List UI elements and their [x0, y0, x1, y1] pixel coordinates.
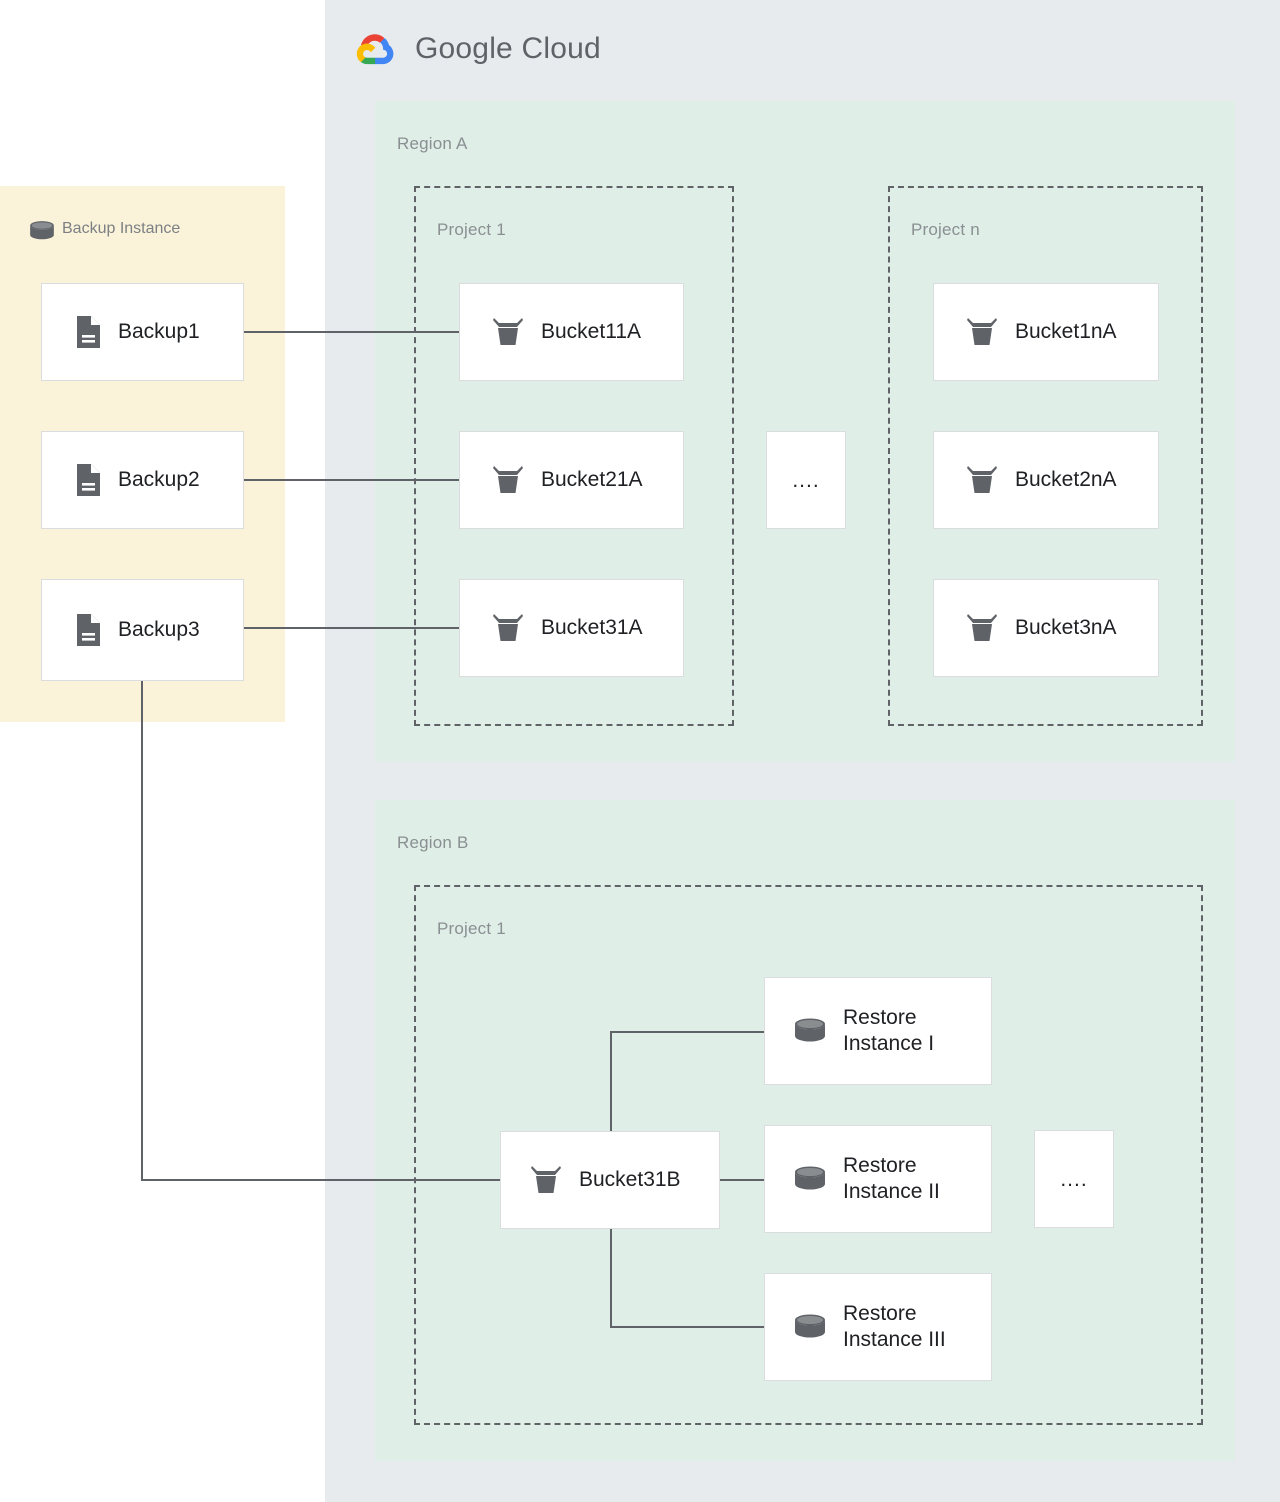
edge-backup3-to-bucket31a [244, 627, 460, 629]
node-bucket1na[interactable]: Bucket1nA [933, 283, 1159, 381]
edge-backup3-to-bucket31b-vertical [141, 681, 143, 1180]
ellipsis-label: .... [1060, 1167, 1088, 1191]
brand-name-google: Google [415, 32, 513, 65]
region-b-label: Region B [397, 833, 469, 852]
google-cloud-wordmark: Google Cloud [415, 32, 601, 66]
node-label: Bucket1nA [1015, 319, 1117, 343]
project-1-region-a-container [414, 186, 734, 726]
database-icon [791, 1312, 829, 1342]
storage-bucket-icon [965, 317, 999, 347]
edge-bucket31b-to-restore-iii-horizontal [610, 1326, 765, 1328]
node-label: Restore Instance I [843, 1005, 935, 1055]
node-backup3[interactable]: Backup3 [41, 579, 244, 681]
project-n-region-a-container [888, 186, 1203, 726]
database-icon [791, 1016, 829, 1046]
node-label: Backup1 [118, 319, 200, 343]
storage-bucket-icon [491, 317, 525, 347]
region-a-label: Region A [397, 134, 468, 153]
ellipsis-box-region-b: .... [1034, 1130, 1114, 1228]
node-restore-instance-i[interactable]: Restore Instance I [764, 977, 992, 1085]
node-label: Bucket2nA [1015, 467, 1117, 491]
storage-bucket-icon [965, 465, 999, 495]
project-n-region-a-label: Project n [911, 220, 980, 239]
database-icon [27, 219, 57, 248]
project-1-region-b-label: Project 1 [437, 919, 506, 938]
node-backup1[interactable]: Backup1 [41, 283, 244, 381]
brand-name-cloud: Cloud [521, 32, 601, 65]
storage-bucket-icon [965, 613, 999, 643]
edge-backup1-to-bucket11a [244, 331, 460, 333]
node-label: Bucket3nA [1015, 615, 1117, 639]
node-label: Backup3 [118, 617, 200, 641]
google-cloud-logo-icon [356, 34, 394, 65]
node-bucket3na[interactable]: Bucket3nA [933, 579, 1159, 677]
node-backup2[interactable]: Backup2 [41, 431, 244, 529]
storage-bucket-icon [491, 465, 525, 495]
node-bucket31a[interactable]: Bucket31A [459, 579, 684, 677]
document-icon [74, 315, 102, 349]
node-bucket11a[interactable]: Bucket11A [459, 283, 684, 381]
document-icon [74, 613, 102, 647]
node-label: Restore Instance III [843, 1301, 946, 1351]
node-bucket2na[interactable]: Bucket2nA [933, 431, 1159, 529]
node-bucket21a[interactable]: Bucket21A [459, 431, 684, 529]
edge-bucket31b-to-restore-iii-vertical [610, 1229, 612, 1328]
edge-bucket31b-to-restore-i-vertical [610, 1031, 612, 1132]
node-restore-instance-ii[interactable]: Restore Instance II [764, 1125, 992, 1233]
ellipsis-box-region-a: .... [766, 431, 846, 529]
storage-bucket-icon [529, 1165, 563, 1195]
node-label: Bucket11A [541, 319, 642, 343]
node-label: Bucket31B [579, 1167, 681, 1191]
database-icon [791, 1164, 829, 1194]
storage-bucket-icon [491, 613, 525, 643]
edge-backup2-to-bucket21a [244, 479, 460, 481]
ellipsis-label: .... [792, 468, 820, 492]
project-1-region-b-container [414, 885, 1203, 1425]
node-label: Bucket31A [541, 615, 643, 639]
backup-instance-title: Backup Instance [62, 220, 181, 237]
node-label: Backup2 [118, 467, 200, 491]
google-cloud-brand: Google Cloud [355, 30, 601, 68]
document-icon [74, 463, 102, 497]
edge-bucket31b-to-restore-ii [720, 1179, 765, 1181]
edge-bucket31b-to-restore-i-horizontal [610, 1031, 765, 1033]
node-bucket31b[interactable]: Bucket31B [500, 1131, 720, 1229]
node-restore-instance-iii[interactable]: Restore Instance III [764, 1273, 992, 1381]
node-label: Restore Instance II [843, 1153, 940, 1203]
node-label: Bucket21A [541, 467, 643, 491]
edge-backup3-to-bucket31b-horizontal [141, 1179, 501, 1181]
project-1-region-a-label: Project 1 [437, 220, 506, 239]
